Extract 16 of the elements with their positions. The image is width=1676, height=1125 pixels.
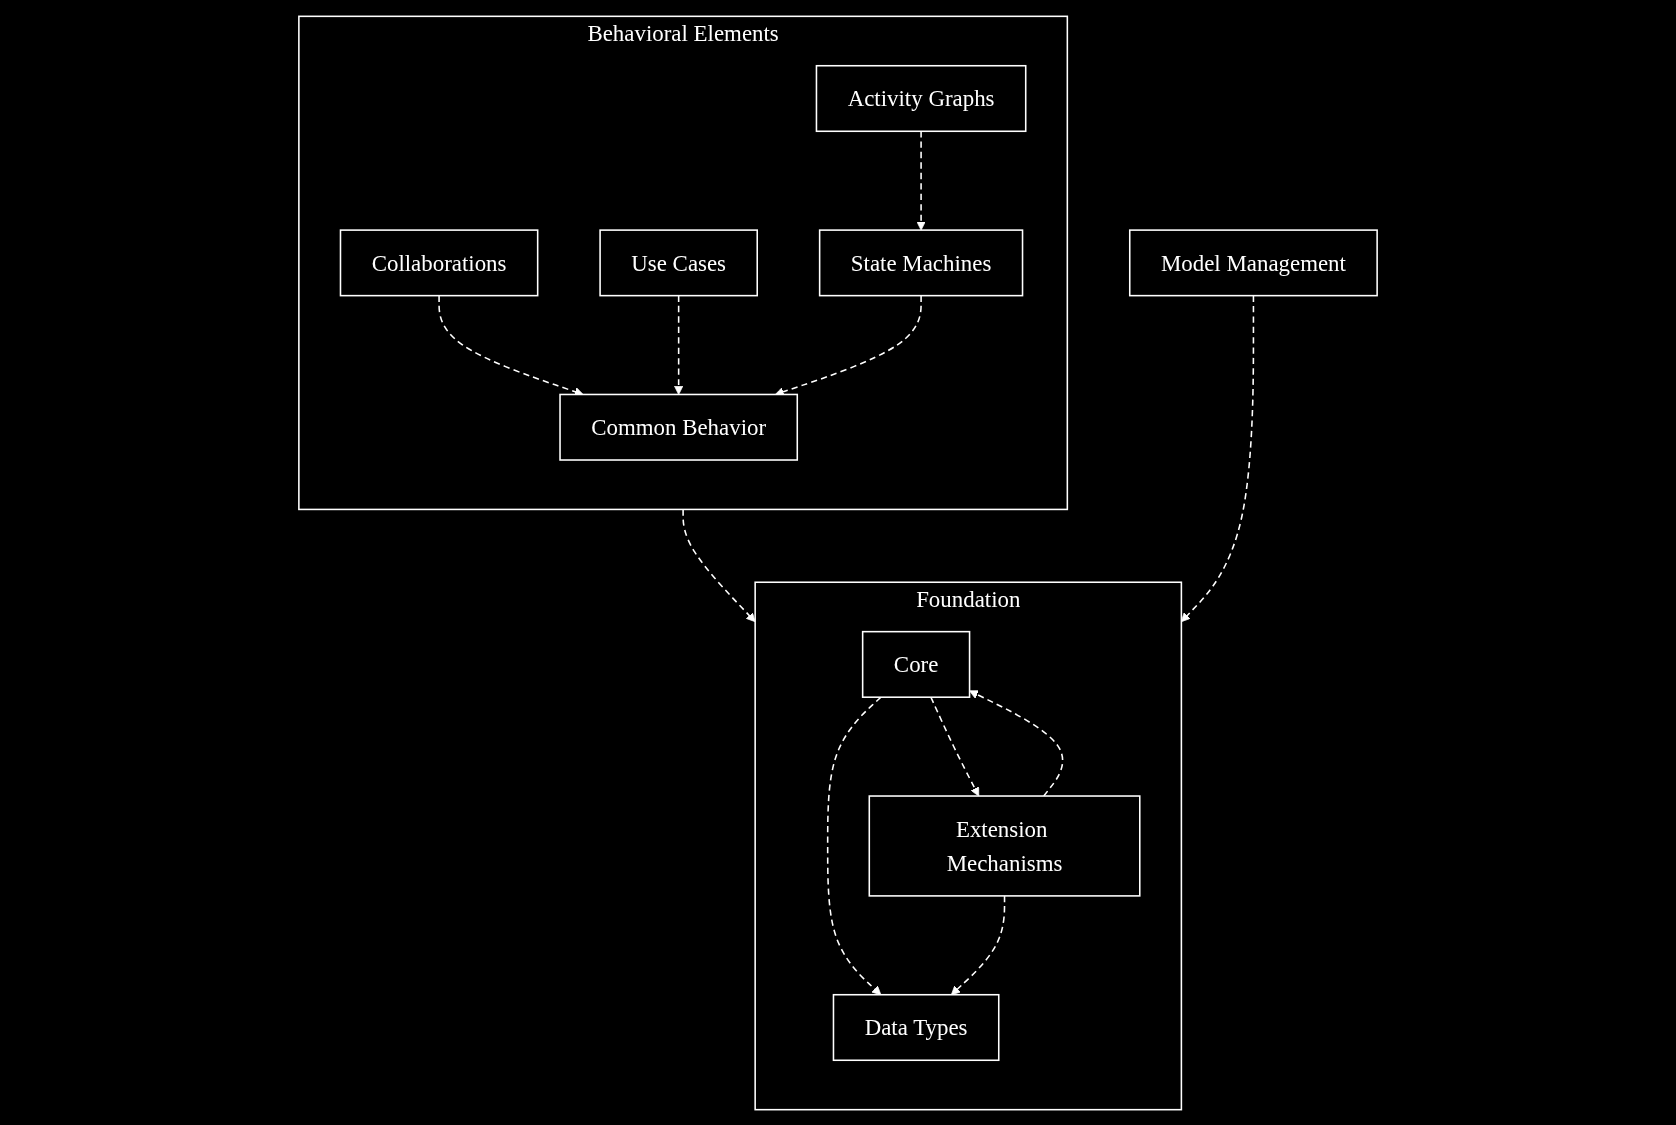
arrow [950, 894, 1006, 995]
node-box: Data Types [832, 993, 1000, 1061]
node-box: Extension Mechanisms [868, 794, 1141, 897]
node-box: Collaborations [339, 228, 539, 296]
node-box: Use Cases [599, 228, 758, 296]
arrow [969, 689, 1064, 797]
arrow [674, 294, 684, 395]
arrow [682, 508, 756, 622]
node-box: Model Management [1128, 228, 1378, 296]
node-box: Activity Graphs [815, 64, 1027, 132]
node-box: Core [861, 630, 971, 698]
node-box: Common Behavior [559, 393, 799, 461]
arrow [826, 695, 882, 995]
node-box: State Machines [818, 228, 1024, 296]
arrow [930, 695, 980, 796]
arrow [916, 130, 926, 230]
